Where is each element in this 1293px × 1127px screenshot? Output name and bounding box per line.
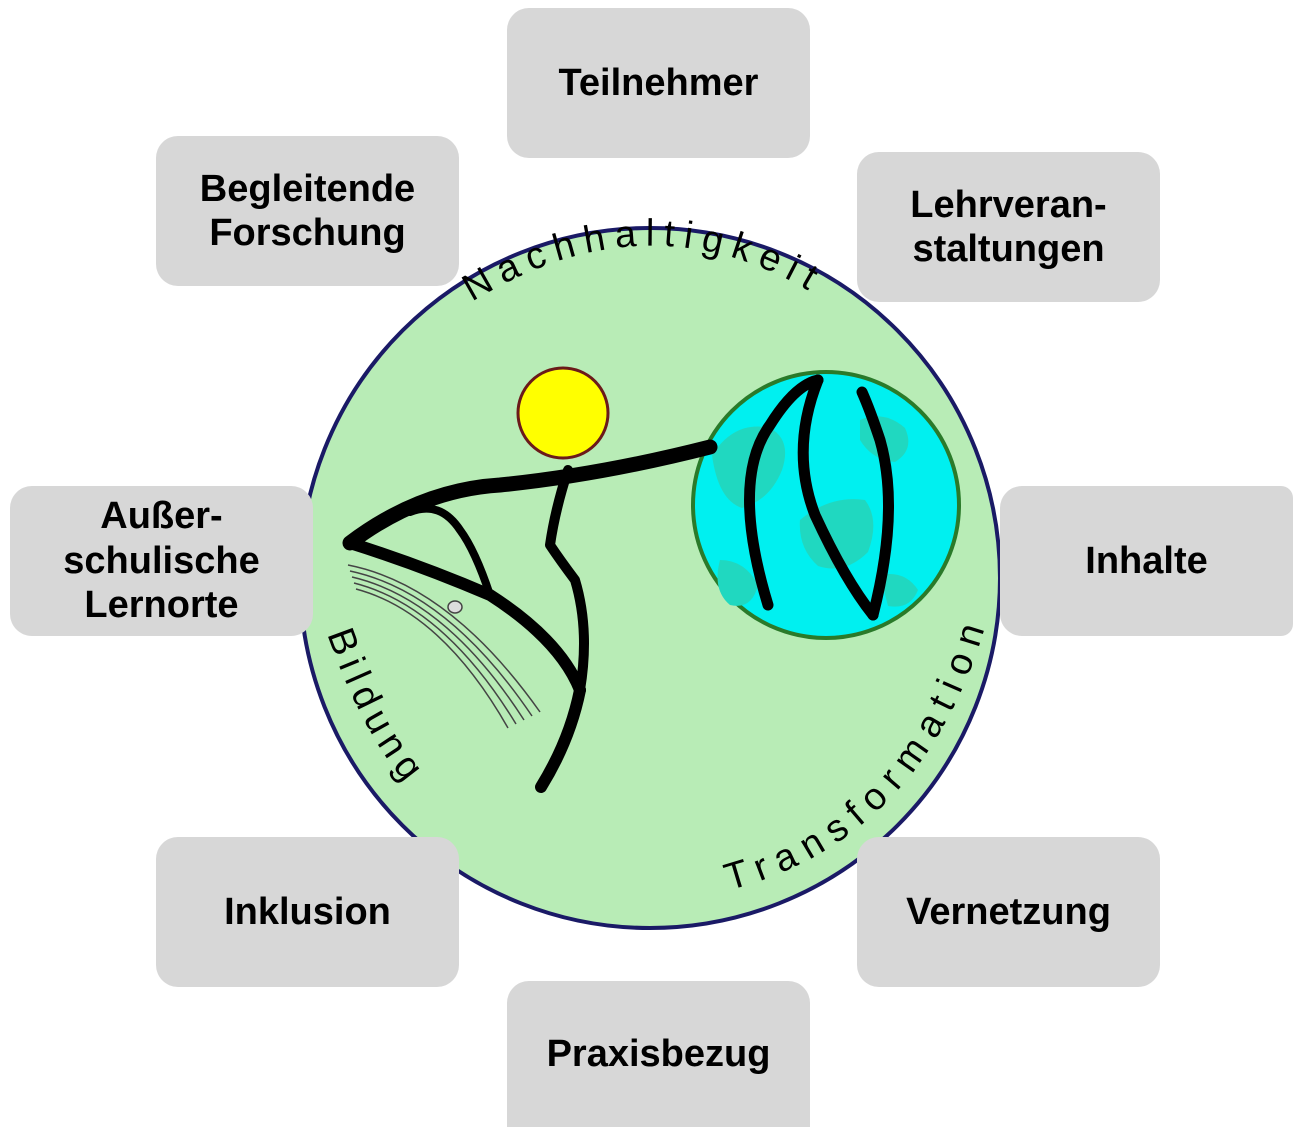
box-ausserschulische-lernorte: Außer- schulische Lernorte [10, 486, 313, 636]
globe-icon [693, 372, 959, 638]
box-teilnehmer: Teilnehmer [507, 8, 810, 158]
box-inklusion: Inklusion [156, 837, 459, 987]
box-inhalte: Inhalte [1000, 486, 1293, 636]
sun-icon [518, 368, 608, 458]
box-lehrveranstaltungen: Lehrveran- staltungen [857, 152, 1160, 302]
box-praxisbezug: Praxisbezug [507, 981, 810, 1127]
box-vernetzung: Vernetzung [857, 837, 1160, 987]
box-begleitende-forschung: Begleitende Forschung [156, 136, 459, 286]
